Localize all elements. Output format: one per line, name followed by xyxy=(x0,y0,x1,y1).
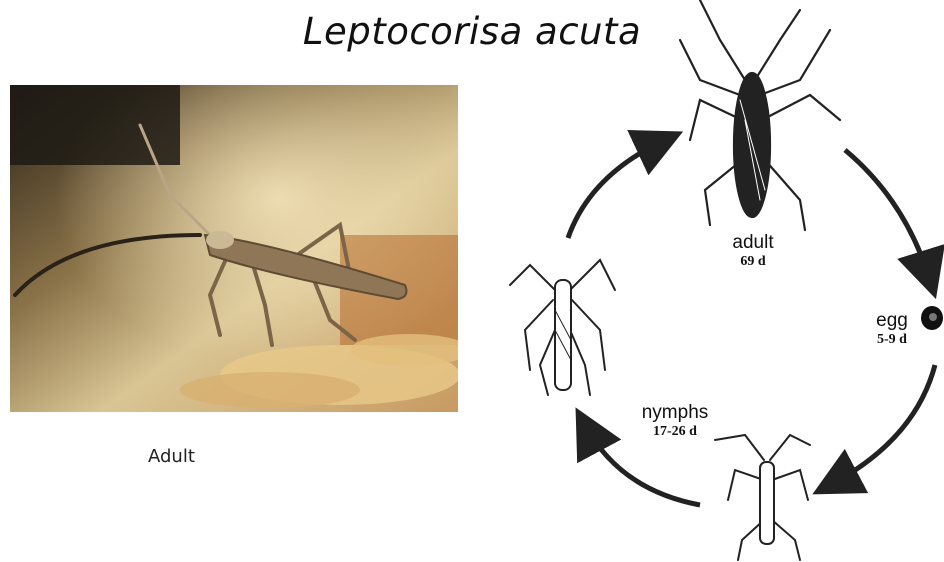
life-cycle-diagram: adult 69 d egg 5-9 d nymphs 17-26 d xyxy=(470,0,944,562)
photo-caption: Adult xyxy=(148,446,195,467)
arrow-late-nymph-to-adult xyxy=(568,140,665,238)
nymph-bug-icon xyxy=(715,435,810,560)
arrow-egg-to-nymph xyxy=(830,365,935,485)
stage-label-egg: egg 5-9 d xyxy=(862,310,922,348)
stage-label-nymphs: nymphs 17-26 d xyxy=(625,402,725,440)
adult-bug-icon xyxy=(680,0,840,230)
adult-photo xyxy=(10,85,458,412)
stage-label-adult: adult 69 d xyxy=(718,232,788,270)
late-nymph-bug-icon xyxy=(510,260,615,395)
egg-icon xyxy=(921,306,943,330)
arrow-adult-to-egg xyxy=(845,150,930,280)
